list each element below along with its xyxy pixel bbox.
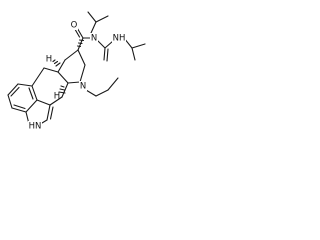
bond-bz-c11-c12: [17, 83, 33, 87]
bond-c10-c10a: [43, 67, 59, 73]
bond-c16-c11: [31, 85, 38, 101]
bond-bz-c14-c15: [11, 107, 27, 113]
bond-n-ipr1-ch: [90, 21, 97, 34]
bond-bz-c13-c14: [7, 94, 13, 109]
bond-ipr2-me1: [131, 43, 146, 49]
atom-label-indole-hn: HN: [29, 122, 42, 132]
atom-label-h-c9: H: [46, 55, 52, 65]
bond-bz-c11-c16-double: [28, 87, 34, 100]
atom-label-urea-nh: NH: [113, 34, 126, 44]
bond-ipr1-me2: [95, 15, 109, 23]
bond-n-urea-c: [96, 39, 106, 49]
bond-c10-c9: [57, 59, 66, 73]
bond-c5-c10: [57, 71, 69, 84]
bond-c7-n6: [79, 64, 86, 83]
bond-c11-c10a: [31, 67, 45, 87]
bond-c8-c7: [77, 49, 86, 66]
bond-c3-c16: [36, 99, 51, 106]
bond-ipr1-me1: [87, 11, 97, 23]
atom-label-h-c5: H: [54, 92, 60, 102]
bond-c8-c9: [64, 49, 79, 61]
bond-pyr-c3-c2-double: [49, 106, 54, 120]
stereo-hash-c5: [58, 85, 66, 94]
bond-n6-c5: [67, 81, 81, 84]
bond-propyl2-propyl3: [107, 77, 119, 91]
stereo-hash-c9: [52, 59, 61, 67]
structure-canvas: O N NH N HN H H: [0, 0, 157, 156]
atom-label-ring-nitrogen: N: [80, 82, 86, 92]
bond-bz-c14-c15-double: [13, 104, 26, 110]
bond-urea-c-o: [103, 47, 106, 61]
atom-label-amide-nitrogen: N: [91, 34, 97, 44]
bond-c4-c3: [49, 96, 63, 106]
bond-bz-c15-c16: [25, 99, 38, 113]
bond-pyr-c3-c2: [46, 104, 51, 121]
bond-propyl1-propyl2: [95, 89, 109, 97]
bond-bz-c12-c13-double: [10, 86, 20, 97]
bond-n6-propyl1: [85, 89, 97, 97]
bond-urea-c-o-double: [106, 48, 109, 62]
bond-urea-c-nh: [104, 40, 114, 49]
bond-bz-c12-c13: [7, 83, 19, 96]
bond-ipr2-me2: [131, 47, 136, 61]
molecule-structure: O N NH N HN H H: [7, 11, 146, 132]
atom-label-oxygen: O: [71, 21, 78, 31]
stereo-hash-c8: [76, 39, 85, 48]
